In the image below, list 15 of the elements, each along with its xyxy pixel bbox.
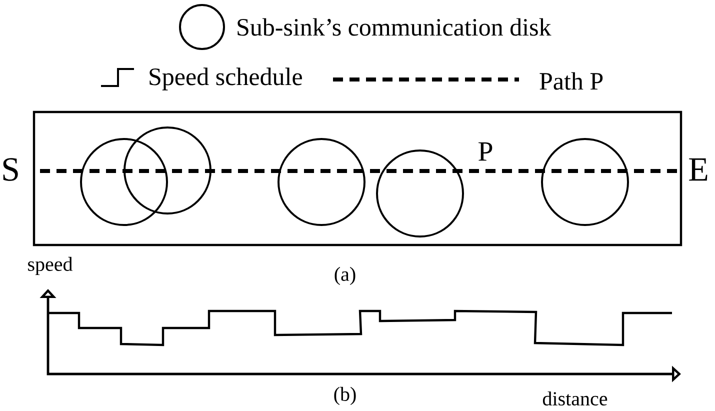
legend-text: Speed schedule [150,68,302,90]
endpoint-label: E [689,158,708,181]
subfigure-caption: (a) [334,266,356,286]
legend-text: Sub-sink’s communication disk [238,18,552,36]
disk-circle [124,126,212,214]
disk-circle [80,138,168,226]
endpoint-label: S [3,158,18,181]
axis-label: speed [28,256,73,276]
disk-circle [376,150,464,238]
subfigure-caption: (b) [334,386,356,406]
disk-circle [541,138,629,226]
disk-circle [278,138,366,226]
legend-text: Path P [540,72,603,90]
path-label: P [478,142,492,161]
axis-label: distance [542,391,608,406]
